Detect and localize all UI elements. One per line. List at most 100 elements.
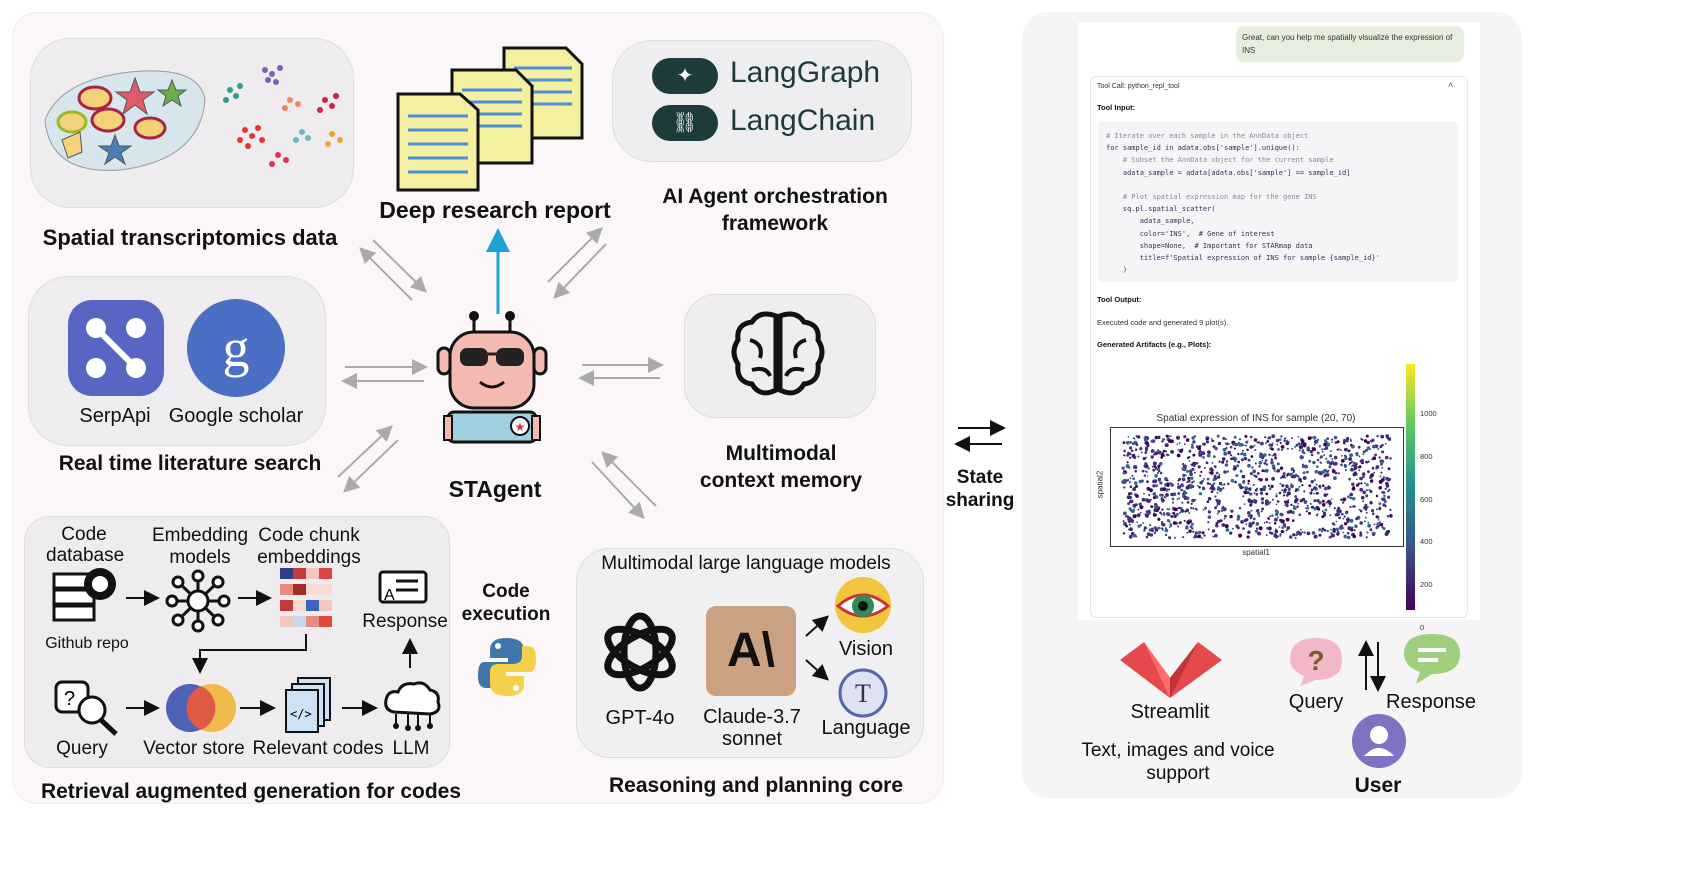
mllm-arrows xyxy=(805,615,829,681)
scatter-point xyxy=(1281,526,1285,529)
code-line: sq.pl.spatial_scatter( xyxy=(1106,205,1216,214)
scatter-point xyxy=(1143,492,1145,495)
scatter-point xyxy=(1214,446,1218,451)
scatter-point xyxy=(1378,486,1382,490)
scatter-point xyxy=(1264,442,1267,445)
scatter-point xyxy=(1132,514,1137,519)
scholar-label: Google scholar xyxy=(168,405,304,427)
scatter-point xyxy=(1131,442,1134,445)
scatter-point xyxy=(1268,487,1272,491)
svg-text:g: g xyxy=(223,318,250,378)
scatter-point xyxy=(1336,514,1339,517)
scatter-point xyxy=(1365,434,1369,438)
scatter-point xyxy=(1145,452,1148,455)
scatter-point xyxy=(1207,521,1210,524)
scatter-point xyxy=(1362,450,1366,454)
scatter-point xyxy=(1257,531,1261,536)
svg-text:?: ? xyxy=(64,688,75,710)
scatter-point xyxy=(1272,498,1274,501)
scatter-point xyxy=(1201,451,1206,456)
scatter-point xyxy=(1160,527,1163,530)
scatter-point xyxy=(1316,499,1320,503)
scatter-point xyxy=(1352,534,1356,539)
scatter-point xyxy=(1199,481,1203,485)
scatter-point xyxy=(1154,474,1158,478)
scatter-point xyxy=(1376,522,1380,526)
scatter-point xyxy=(1292,533,1296,537)
scatter-point xyxy=(1129,441,1132,444)
scatter-point xyxy=(1210,486,1214,490)
scatter-point xyxy=(1209,467,1213,471)
scatter-point xyxy=(1365,483,1369,487)
scatter-point xyxy=(1317,470,1322,475)
scatter-point xyxy=(1333,476,1337,480)
scatter-point xyxy=(1247,514,1251,518)
scatter-point xyxy=(1383,494,1386,498)
scatter-point xyxy=(1154,528,1159,532)
scatter-point xyxy=(1379,445,1383,449)
scatter-point xyxy=(1234,442,1238,447)
scatter-point xyxy=(1238,443,1242,447)
collapse-icon[interactable]: ˄ xyxy=(1448,80,1454,90)
scatter-point xyxy=(1359,509,1363,513)
scatter-point xyxy=(1162,512,1166,515)
scatter-point xyxy=(1142,457,1146,461)
scatter-point xyxy=(1221,484,1223,486)
scatter-point xyxy=(1389,457,1392,460)
scatter-point xyxy=(1186,469,1189,473)
code-line: ) xyxy=(1106,266,1128,275)
scatter-point xyxy=(1265,463,1269,466)
scatter-point xyxy=(1389,508,1392,511)
scatter-point xyxy=(1186,501,1190,504)
scatter-point xyxy=(1374,453,1377,457)
scatter-point xyxy=(1154,484,1158,488)
serpapi-label: SerpApi xyxy=(79,405,151,427)
scatter-point xyxy=(1389,478,1392,481)
scatter-point xyxy=(1281,445,1284,447)
scatter-point xyxy=(1349,461,1352,465)
scatter-point xyxy=(1146,464,1149,468)
scatter-point xyxy=(1348,457,1352,461)
state-sharing-arrows xyxy=(954,420,1006,452)
scatter-point xyxy=(1201,486,1205,489)
scatter-point xyxy=(1135,443,1139,447)
scatter-point xyxy=(1133,481,1138,485)
streamlit-logo xyxy=(1120,642,1222,698)
scatter-point xyxy=(1143,474,1146,477)
scatter-point xyxy=(1294,489,1297,492)
scatter-point xyxy=(1379,460,1384,465)
scatter-point xyxy=(1300,439,1305,443)
scatter-point xyxy=(1254,462,1257,465)
scatter-point xyxy=(1255,509,1259,513)
scatter-point xyxy=(1185,508,1190,513)
scatter-point xyxy=(1311,447,1314,450)
scatter-point xyxy=(1317,507,1321,511)
scatter-point xyxy=(1273,470,1276,472)
colorbar-tick: 400 xyxy=(1420,537,1433,547)
svg-text:T: T xyxy=(855,679,871,708)
scatter-point xyxy=(1203,466,1206,469)
scatter-point xyxy=(1346,437,1350,441)
scatter-point xyxy=(1290,503,1293,506)
scatter-point xyxy=(1363,506,1367,510)
scatter-point xyxy=(1260,497,1265,501)
scatter-point xyxy=(1195,508,1198,511)
scatter-point xyxy=(1164,496,1167,499)
scatter-point xyxy=(1367,460,1370,463)
scatter-point xyxy=(1150,505,1154,508)
scatter-point xyxy=(1122,532,1126,535)
scatter-point xyxy=(1216,491,1219,494)
scatter-point xyxy=(1264,436,1266,439)
scatter-point xyxy=(1137,508,1140,511)
scatter-point xyxy=(1149,488,1153,493)
scatter-point xyxy=(1291,519,1295,522)
scatter-point xyxy=(1338,511,1341,513)
scatter-point xyxy=(1176,498,1179,501)
scatter-point xyxy=(1342,497,1347,502)
scatter-point xyxy=(1340,498,1343,502)
scatter-point xyxy=(1126,453,1130,457)
plot-ylabel: spatial2 xyxy=(1095,470,1105,499)
scatter-point xyxy=(1128,523,1131,526)
scatter-point xyxy=(1181,467,1186,471)
